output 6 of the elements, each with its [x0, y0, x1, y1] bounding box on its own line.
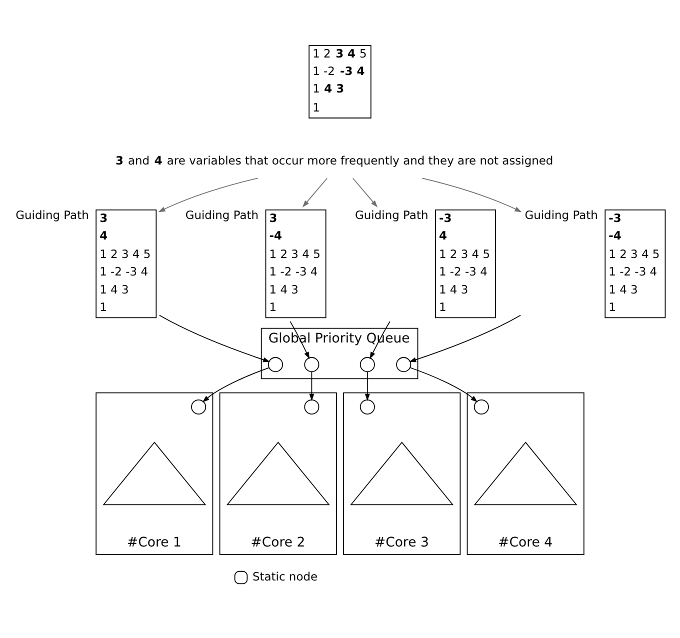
- node-label: Guiding Path: [355, 208, 428, 222]
- node-text: 3 and 4 are variables that occur more frequently and they are not assigned: [116, 152, 554, 167]
- node-label: Guiding Path: [16, 208, 89, 222]
- node-label: Guiding Path: [185, 208, 259, 222]
- node-label: Guiding Path: [524, 208, 598, 222]
- legend-label: Static node: [252, 569, 318, 584]
